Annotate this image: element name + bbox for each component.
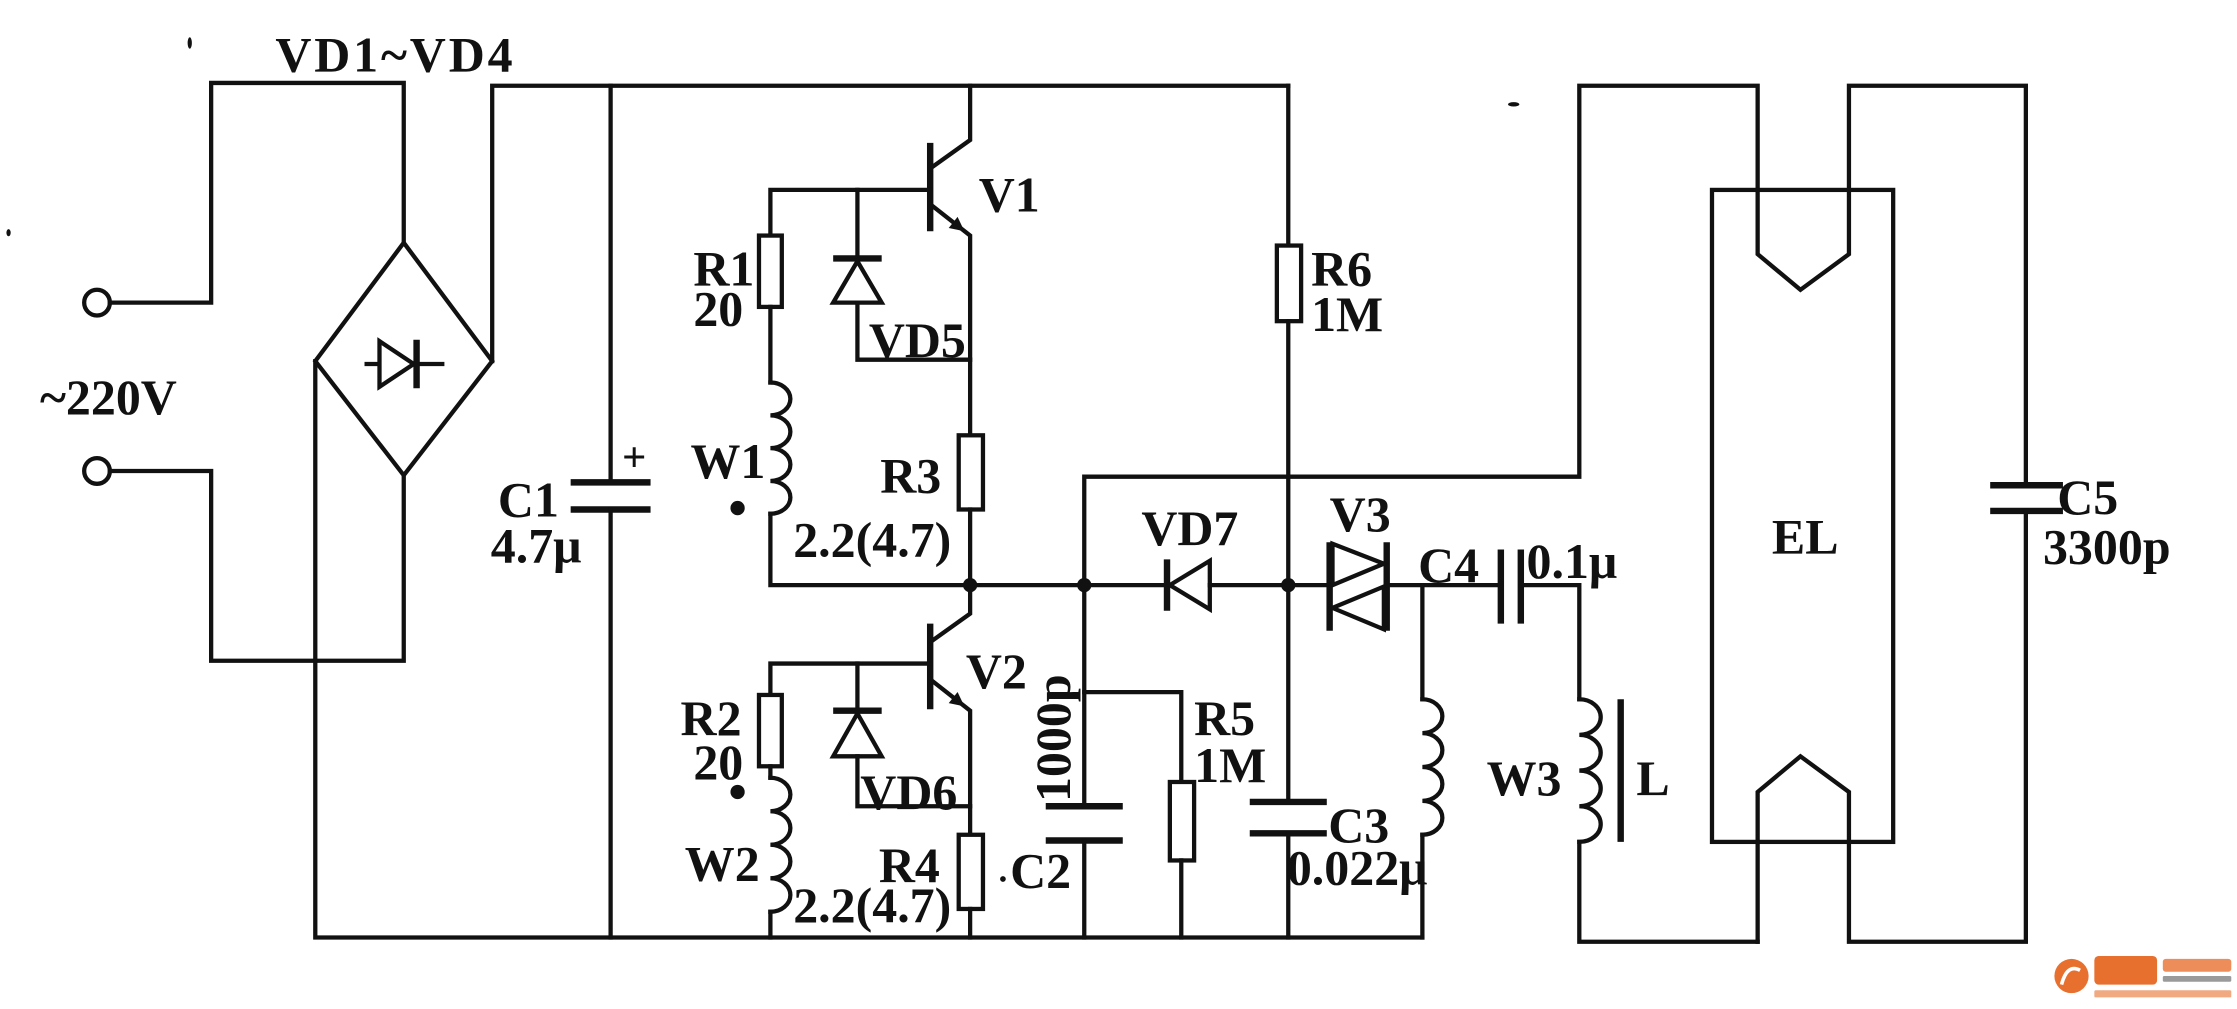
- label-r2-value: 20: [693, 735, 743, 790]
- winding-w2: [768, 775, 793, 914]
- label-c1-name: C1: [498, 473, 559, 528]
- label-c2-name: C2: [1010, 844, 1071, 899]
- diac-v3-upper-triangle: [1330, 540, 1390, 589]
- capacitor-c1: [570, 83, 651, 940]
- transistor-v2: [768, 582, 973, 837]
- label-r4-name: R4: [879, 838, 940, 893]
- label-core-name: L: [1636, 751, 1669, 806]
- winding-w2-polarity-dot: [730, 784, 745, 800]
- label-r3-name: R3: [880, 448, 941, 503]
- label-c5-value: 3300p: [2043, 520, 2171, 575]
- diode-vd5: [829, 187, 973, 362]
- label-r4-value: 2.2(4.7): [793, 878, 951, 933]
- label-r6-name: R6: [1311, 242, 1372, 297]
- watermark-logo-brand-mark: [2094, 956, 2158, 985]
- watermark-logo-swirl: [2059, 966, 2081, 986]
- label-c4-value: 0.1μ: [1527, 534, 1618, 589]
- label-vd6-name: VD6: [860, 765, 957, 820]
- label-r2-name: R2: [681, 691, 742, 746]
- input-terminal-bottom: [82, 455, 112, 486]
- label-el-name: EL: [1772, 510, 1839, 565]
- input-terminal-top: [82, 287, 112, 318]
- bridge-rectifier: [312, 239, 495, 479]
- winding-w1: [768, 380, 793, 516]
- resistor-r6: [1274, 243, 1304, 324]
- watermark-logo-tagline-mark: [2094, 990, 2232, 998]
- wire-c2-to-r5: [1082, 689, 1184, 785]
- label-r6-value: 1M: [1311, 287, 1383, 342]
- label-c4-name: C4: [1418, 538, 1479, 593]
- label-c1-polarity: +: [622, 434, 646, 481]
- wire-v1-base: [768, 187, 933, 238]
- label-c1-value: 4.7μ: [491, 518, 582, 573]
- label-r1-name: R1: [693, 242, 754, 297]
- transistor-v2-collector: [927, 582, 973, 646]
- diode-vd6-lead-bottom: [855, 754, 973, 809]
- label-c3-name: C3: [1328, 798, 1389, 853]
- bridge-diode-triangle: [377, 337, 418, 391]
- label-w1-name: W1: [691, 434, 766, 489]
- label-r5-value: 1M: [1194, 738, 1266, 793]
- junction-dot: [962, 577, 978, 593]
- wire-c4-to-w3: [1518, 582, 1582, 702]
- label-c2-value: 1000p: [1026, 674, 1081, 802]
- scan-speck: [187, 37, 192, 49]
- wire-w3-to-lamp: [1577, 839, 1760, 944]
- watermark-logo-emblem: [2054, 958, 2089, 994]
- scan-speck: [1000, 876, 1006, 882]
- resistor-r2: [756, 692, 784, 769]
- label-c5-name: C5: [2057, 470, 2118, 525]
- capacitor-c3: [1249, 798, 1327, 940]
- ac-input: [82, 80, 406, 663]
- diac-v3-lower-triangle: [1326, 583, 1386, 633]
- resonant-winding: [1420, 697, 1445, 837]
- wire-c5-to-lamp-bottom: [1755, 508, 2028, 944]
- fluorescent-lamp-el: [1709, 187, 1896, 845]
- label-c3-value: 0.022μ: [1287, 841, 1428, 896]
- label-bridge-name: VD1~VD4: [275, 28, 515, 83]
- label-v3-name: V3: [1330, 487, 1391, 542]
- transistor-v1-emitter-arrow: [948, 216, 965, 232]
- wire-input-bottom-to-bridge: [107, 468, 406, 663]
- wire-positive-rail: [490, 83, 1291, 364]
- junction-dot: [1077, 577, 1092, 593]
- label-r3-value: 2.2(4.7): [793, 513, 951, 568]
- transistor-v1-emitter: [927, 201, 973, 438]
- junction-dot: [1281, 577, 1296, 593]
- diode-vd6: [829, 661, 973, 809]
- label-v1-name: V1: [979, 167, 1040, 222]
- resistor-r4: [956, 832, 986, 912]
- resistor-r3: [956, 433, 986, 512]
- wire-v2-base: [768, 661, 933, 698]
- transistor-v2-emitter: [927, 676, 973, 837]
- transistor-v1: [768, 83, 973, 438]
- diode-vd5-lead-bottom: [855, 300, 973, 362]
- label-ac-source: ~220V: [40, 370, 177, 425]
- resistor-r5: [1167, 779, 1197, 863]
- watermark-logo-underline: [2162, 976, 2232, 982]
- label-vd5-name: VD5: [869, 313, 966, 368]
- label-w3-name: W3: [1487, 751, 1562, 806]
- wire-node-to-lamp-top: [1082, 83, 2028, 588]
- wire-input-top-to-bridge: [107, 80, 406, 305]
- winding-w1-polarity-dot: [730, 500, 745, 516]
- transistor-v1-collector: [927, 83, 973, 172]
- resistor-r1: [756, 233, 784, 310]
- label-r1-value: 20: [693, 281, 743, 336]
- scan-speck: [6, 229, 11, 237]
- capacitor-c2: [1045, 803, 1123, 940]
- transistor-v2-emitter-arrow: [948, 691, 965, 707]
- watermark-logo-site-mark: [2162, 958, 2232, 972]
- watermark-logo: [2054, 956, 2232, 998]
- scan-speck: [1507, 102, 1520, 107]
- label-w2-name: W2: [685, 836, 760, 891]
- winding-w3: [1577, 697, 1603, 845]
- wire-w1-to-midpoint: [768, 511, 973, 588]
- label-v2-name: V2: [966, 644, 1027, 699]
- label-r5-name: R5: [1194, 691, 1255, 746]
- label-vd7-name: VD7: [1141, 501, 1238, 556]
- wire-negative-rail: [313, 358, 1425, 940]
